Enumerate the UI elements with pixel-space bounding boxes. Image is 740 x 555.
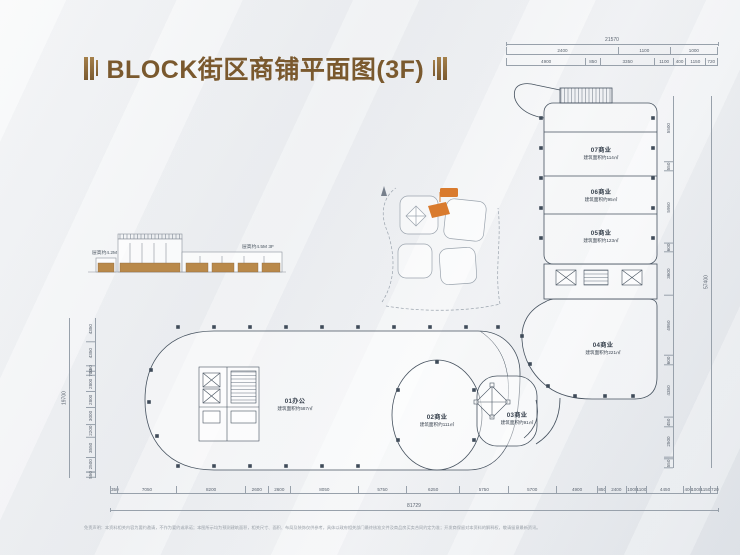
dimension-value: 2400 xyxy=(506,47,618,54)
room-label-02: 02商业 建筑面积约111㎡ xyxy=(419,414,455,427)
elevation-label-right: 层高约4.5M 3F xyxy=(242,245,274,250)
dimension-value: 1150 xyxy=(685,58,704,65)
dimension-value: 350 xyxy=(110,486,119,493)
dim-bottom-total: 81729 xyxy=(110,502,718,512)
title-decor-left-icon xyxy=(84,56,98,80)
room-label-06: 06商业 建筑面积约95㎡ xyxy=(584,189,618,202)
dimension-value: 400 xyxy=(672,58,685,65)
dimension-value: 3000 xyxy=(86,408,95,426)
dimension-value: 550 xyxy=(664,457,673,468)
dimension-value: 4950 xyxy=(664,296,673,356)
dimension-value: 4350 xyxy=(86,318,95,343)
structural-columns xyxy=(147,116,655,468)
dimension-value: 1000 xyxy=(669,47,718,54)
dimension-value: 7050 xyxy=(116,486,176,493)
dimension-value: 4450 xyxy=(645,486,684,493)
dimension-value: 5700 xyxy=(507,486,556,493)
dimension-value: 450 xyxy=(664,417,673,428)
dimension-value: 3550 xyxy=(86,437,95,458)
dimension-value: 1100 xyxy=(654,58,673,65)
page-title-block: BLOCK街区商铺平面图(3F) xyxy=(84,50,447,86)
dimension-value: 400 xyxy=(683,486,693,493)
dimension-value: 2500 xyxy=(664,427,673,458)
dimension-value: 4900 xyxy=(506,58,585,65)
dimension-value: 8050 xyxy=(290,486,358,493)
dimension-value: 4350 xyxy=(86,342,95,367)
room-label-03: 03商业 建筑面积约91㎡ xyxy=(500,412,534,425)
dimension-value: 2200 xyxy=(86,425,95,438)
project-highlight-marker xyxy=(428,188,458,218)
elevation-label-left: 层高约4.2M xyxy=(92,251,118,256)
dim-left-total: 19700 xyxy=(60,318,70,478)
dimension-value: 550 xyxy=(86,471,95,479)
dimension-value: 8200 xyxy=(176,486,245,493)
plan-outline xyxy=(144,83,658,471)
disclaimer-text: 免责声明：本资料相关内容为要约邀请，不作为要约或承诺；本图所示均为预测建筑面积，… xyxy=(84,525,541,530)
dimension-value: 1100 xyxy=(635,486,647,493)
room-label-01: 01办公 建筑面积约587㎡ xyxy=(277,398,313,411)
dimension-value: 850 xyxy=(597,486,607,493)
dimension-value: 5950 xyxy=(664,171,673,244)
dimension-value: 2600 xyxy=(245,486,268,493)
dimension-value: 1000 xyxy=(626,486,638,493)
room-label-07: 07商业 建筑面积约114㎡ xyxy=(583,147,619,160)
dimension-value: 850 xyxy=(585,58,600,65)
dimension-value: 720 xyxy=(710,486,719,493)
dimension-value: 3350 xyxy=(599,58,655,65)
room-label-04: 04商业 建筑面积约221㎡ xyxy=(585,342,621,355)
dimension-value: 2800 xyxy=(86,376,95,393)
dimension-value: 2800 xyxy=(86,392,95,409)
dimension-value: 600 xyxy=(664,355,673,366)
dimension-value: 6250 xyxy=(406,486,459,493)
dim-right-total: 57400 xyxy=(702,96,712,468)
elevation-drawing xyxy=(88,233,286,273)
dimension-value: 3600 xyxy=(664,252,673,297)
dim-top-total: 21570 xyxy=(506,36,718,46)
dimension-value: 2600 xyxy=(267,486,291,493)
dimension-value: 1000 xyxy=(690,486,702,493)
dimension-value: 5750 xyxy=(459,486,508,493)
north-arrow-icon xyxy=(381,186,387,196)
dimension-value: 5500 xyxy=(664,96,673,163)
dimension-value: 2400 xyxy=(605,486,626,493)
room-label-05: 05商业 建筑面积约123㎡ xyxy=(583,230,619,243)
title-decor-right-icon xyxy=(433,56,447,80)
dimension-value: 720 xyxy=(704,58,719,65)
dimension-value: 4350 xyxy=(664,365,673,418)
elevation-storefronts xyxy=(97,262,281,273)
dimension-value: 1100 xyxy=(617,47,670,54)
key-map xyxy=(381,186,501,311)
dimension-value: 550 xyxy=(664,162,673,172)
page-title: BLOCK街区商铺平面图(3F) xyxy=(106,56,425,84)
dimension-value: 600 xyxy=(664,243,673,253)
dimension-value: 1150 xyxy=(699,486,711,493)
dimension-value: 5750 xyxy=(357,486,407,493)
dimension-value: 4900 xyxy=(555,486,598,493)
